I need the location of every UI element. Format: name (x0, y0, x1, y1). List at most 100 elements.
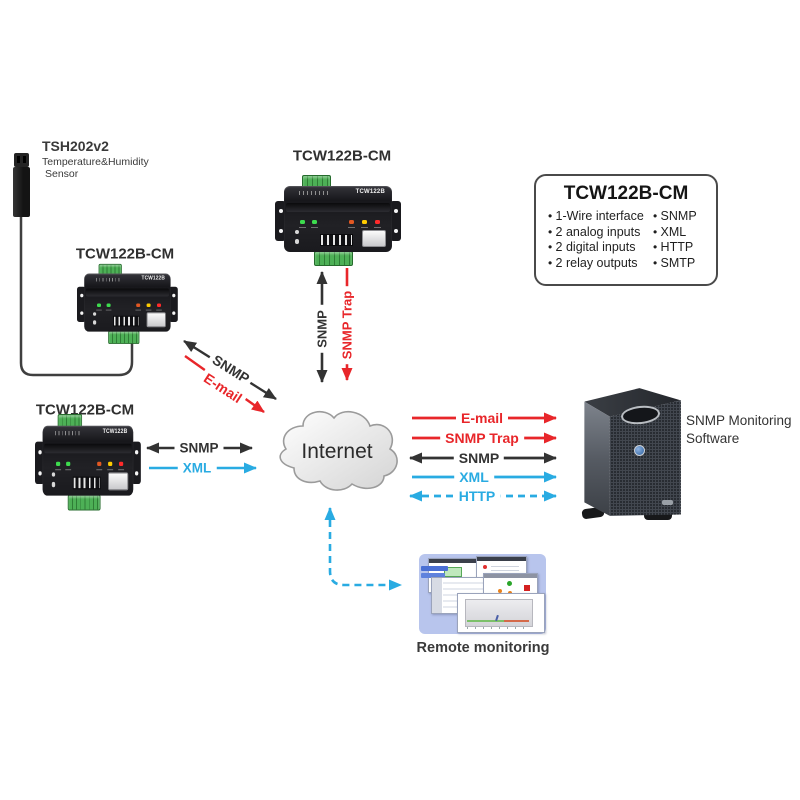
temperature-sensor-body (13, 167, 30, 217)
device-badge: TCW122B (102, 428, 128, 436)
device-body: TCW122B (284, 186, 392, 252)
ethernet-port-icon (361, 229, 386, 247)
terminal-block-icon (314, 251, 353, 266)
feature-box: TCW122B-CM 1-Wire interface 2 analog inp… (534, 174, 718, 286)
mount-ear-icon (169, 286, 178, 322)
internet-cloud (279, 410, 398, 491)
server-foot (644, 511, 672, 520)
window-titlebar (477, 557, 526, 561)
groove (85, 288, 169, 297)
chart-line (467, 620, 529, 622)
feature-item: SMTP (653, 256, 708, 272)
label-xml-left: XML (177, 460, 217, 476)
label-snmptrap-right: SNMP Trap (440, 430, 524, 446)
ethernet-port-icon (108, 472, 128, 491)
sensor-label: TSH202v2 Temperature&Humidity Sensor (42, 138, 149, 180)
sensor-subtitle-2: Sensor (45, 168, 79, 180)
mount-ear-icon (131, 441, 141, 485)
led-icon (360, 219, 368, 229)
label-snmp-right: SNMP (453, 450, 505, 466)
device-body: TCW122B (42, 425, 134, 496)
internet-label: Internet (301, 440, 373, 463)
remote-window (457, 593, 545, 633)
label-snmp-vertical: SNMP (314, 305, 330, 353)
green-cell (444, 567, 462, 577)
server-logo-icon (634, 445, 646, 457)
feature-list-left: 1-Wire interface 2 analog inputs 2 digit… (548, 209, 653, 271)
chart-area (465, 599, 533, 627)
feature-item: 2 digital inputs (548, 240, 653, 256)
server-label: SNMP Monitoring Software (686, 413, 792, 447)
red-node-icon (524, 585, 530, 591)
label-snmp-left: SNMP (174, 440, 224, 456)
buttons-icon (92, 311, 97, 325)
feature-item: 1-Wire interface (548, 209, 653, 225)
feature-item: 2 relay outputs (548, 256, 653, 272)
mount-ear-icon (35, 441, 45, 485)
led-icon (117, 461, 124, 471)
led-icon (299, 219, 307, 229)
led-icon (96, 303, 102, 311)
remote-monitoring-label: Remote monitoring (416, 640, 550, 656)
blue-row-strip (421, 573, 445, 578)
groove (286, 203, 390, 213)
feature-box-columns: 1-Wire interface 2 analog inputs 2 digit… (536, 205, 716, 271)
dip-switch-icon (72, 476, 101, 490)
dip-switch-icon (112, 315, 140, 327)
mount-ear-icon (77, 286, 86, 322)
label-email-right: E-mail (455, 410, 509, 426)
server-tower-icon (578, 384, 684, 520)
arrow-http-remote (324, 507, 402, 591)
device-badge: TCW122B (141, 276, 165, 282)
device-bottom-left: TCW122B (35, 413, 141, 511)
led-icon (107, 461, 113, 471)
feature-box-title: TCW122B-CM (563, 183, 689, 204)
feature-item: XML (653, 225, 708, 241)
led-icon (347, 219, 355, 229)
led-icon (155, 303, 162, 311)
pinout-marks-icon (299, 191, 329, 196)
pinout-marks-icon (55, 431, 80, 436)
led-icon (55, 461, 62, 471)
server-badge-icon (661, 499, 673, 505)
buttons-icon (294, 229, 300, 244)
chart-ticks (467, 627, 529, 629)
device-label-top: TCW122B-CM (292, 147, 392, 165)
feature-item: 2 analog inputs (548, 225, 653, 241)
sensor-title: TSH202v2 (42, 138, 109, 154)
pinout-marks-icon (96, 278, 120, 282)
terminal-block-icon (67, 494, 101, 511)
sensor-wire (19, 214, 134, 377)
red-dot-icon (483, 565, 487, 569)
groove (44, 443, 132, 454)
label-snmptrap-vertical: SNMP Trap (339, 285, 355, 365)
server-side-face (584, 401, 610, 516)
led-icon (145, 303, 152, 311)
terminal-block-icon (108, 330, 140, 344)
device-body: TCW122B (84, 273, 171, 332)
feature-item: SNMP (653, 209, 708, 225)
dip-switch-icon (319, 234, 353, 247)
remote-monitoring-collage (419, 554, 546, 634)
label-xml-right: XML (454, 469, 494, 485)
feature-item: HTTP (653, 240, 708, 256)
device-label-middle: TCW122B-CM (75, 245, 175, 263)
mount-ear-icon (275, 201, 286, 241)
label-http-right: HTTP (453, 488, 501, 504)
buttons-icon (51, 471, 56, 487)
led-icon (65, 461, 72, 471)
led-icon (311, 219, 319, 229)
feature-list-right: SNMP XML HTTP SMTP (653, 209, 708, 271)
window-titlebar (484, 574, 537, 578)
led-icon (373, 219, 381, 229)
led-icon (96, 461, 103, 471)
blue-row-strip (421, 566, 448, 571)
table-side (432, 578, 442, 613)
ethernet-port-icon (146, 312, 166, 328)
device-badge: TCW122B (355, 189, 385, 195)
led-icon (105, 303, 112, 311)
sensor-subtitle-1: Temperature&Humidity (42, 156, 149, 168)
mount-ear-icon (390, 201, 401, 241)
orange-node-icon (498, 589, 502, 593)
